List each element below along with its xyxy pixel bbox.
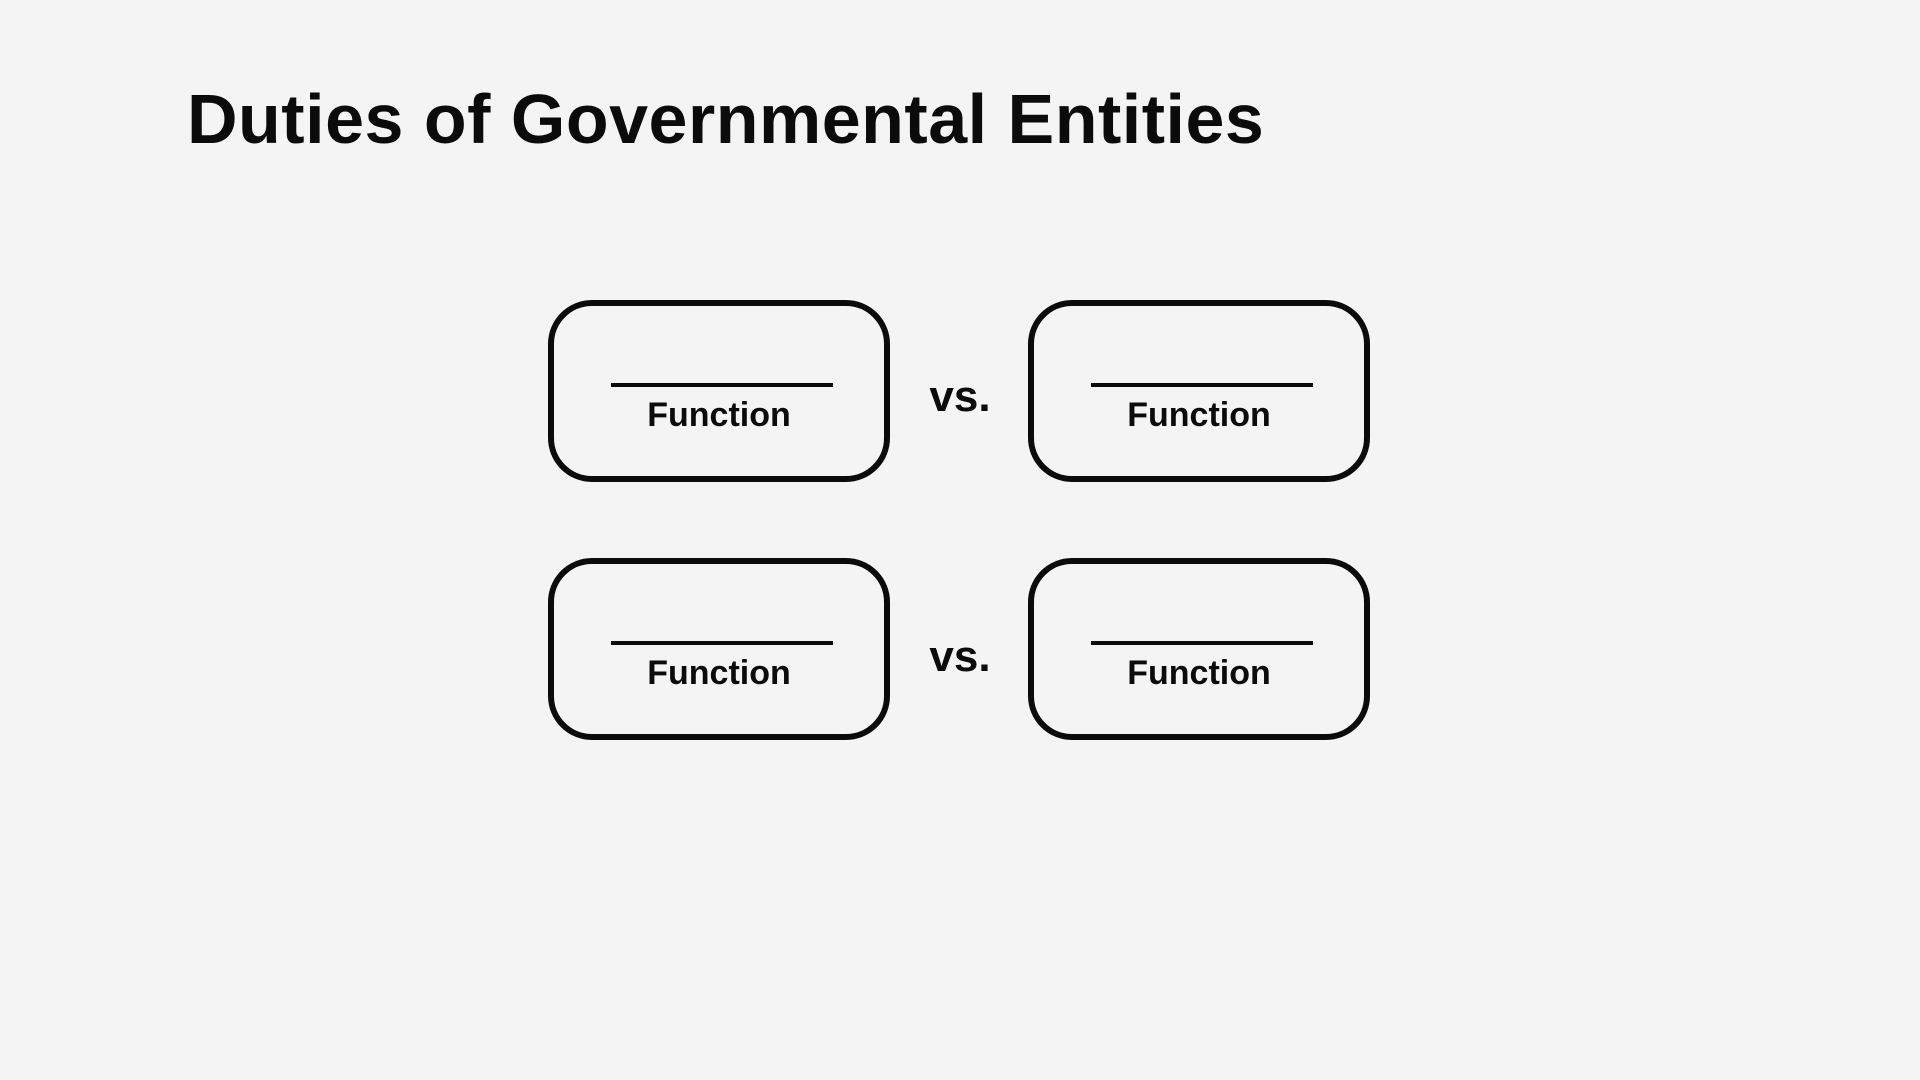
function-label: Function (647, 654, 791, 692)
function-label: Function (647, 396, 791, 434)
versus-label: vs. (929, 632, 991, 681)
function-label: Function (1127, 654, 1271, 692)
fill-in-blank-line (611, 641, 833, 645)
function-card: Function (1028, 558, 1370, 740)
function-card: Function (548, 558, 890, 740)
slide-title: Duties of Governmental Entities (187, 80, 1265, 158)
versus-label: vs. (929, 372, 991, 421)
fill-in-blank-line (1091, 641, 1313, 645)
function-card: Function (1028, 300, 1370, 482)
fill-in-blank-line (1091, 383, 1313, 387)
function-card: Function (548, 300, 890, 482)
fill-in-blank-line (611, 383, 833, 387)
function-label: Function (1127, 396, 1271, 434)
